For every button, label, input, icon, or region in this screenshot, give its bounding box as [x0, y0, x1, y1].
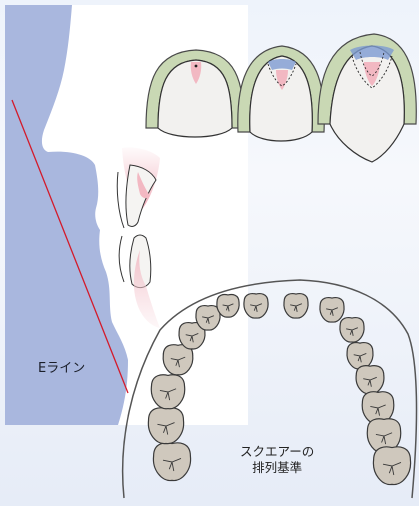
arch-tooth	[347, 343, 373, 369]
arch-tooth	[340, 318, 364, 342]
arch-tooth	[284, 294, 308, 318]
arch-tooth	[151, 375, 184, 409]
arch-tooth	[356, 366, 384, 394]
e-line-label: Eライン	[38, 361, 85, 377]
arch-tooth	[217, 295, 239, 318]
tooth-cross-section-3	[318, 34, 416, 162]
arch-caption-line-2: 排列基準	[240, 460, 314, 476]
pulp-dot-1	[195, 65, 198, 68]
arch-tooth	[153, 443, 190, 481]
arch-caption: スクエアーの 排列基準	[240, 444, 314, 476]
arch-tooth	[373, 447, 410, 485]
arch-caption-line-1: スクエアーの	[240, 444, 314, 460]
arch-tooth	[148, 408, 183, 444]
arch-tooth	[320, 298, 344, 322]
enamel-blue-2	[268, 59, 296, 70]
arch-tooth	[196, 306, 220, 330]
arch-tooth	[244, 294, 268, 318]
tooth-cross-section-2	[238, 46, 324, 141]
